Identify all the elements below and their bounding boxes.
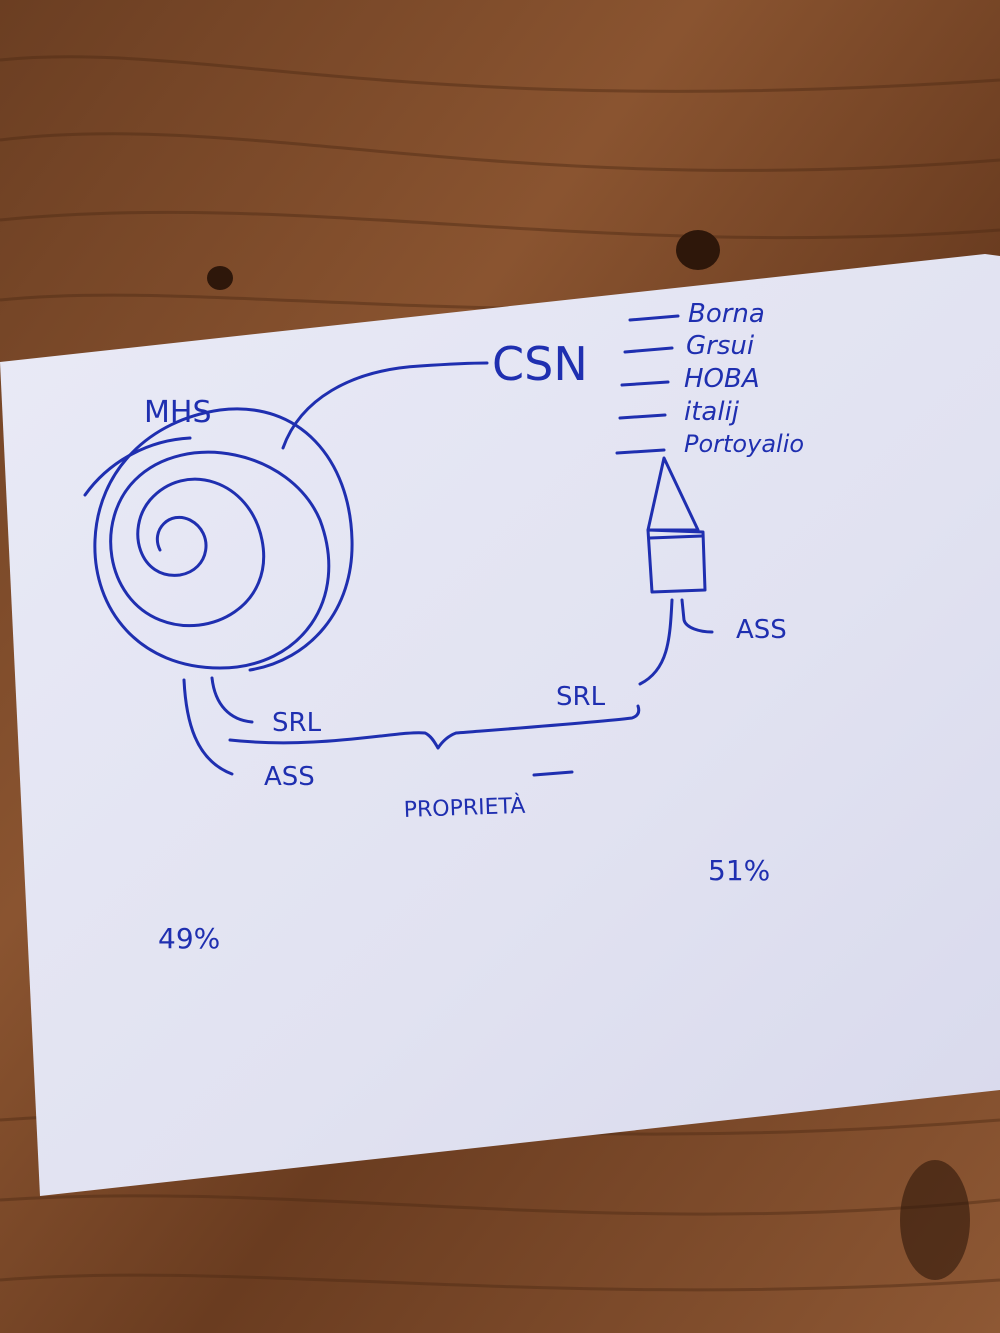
csn-list-item: Borna — [688, 299, 765, 329]
paper-sheet — [0, 254, 1000, 1196]
diagram-drawing — [83, 314, 714, 777]
label-srl-left: SRL — [272, 708, 322, 738]
label-ass-right: ASS — [736, 615, 787, 645]
csn-list-item: Portoyalio — [684, 430, 804, 458]
label-pct-left: 49% — [158, 922, 220, 955]
dash-1 — [628, 314, 680, 322]
tower-line — [648, 534, 704, 540]
csn-list-item: HOBA — [684, 364, 760, 394]
connector-spiral-ass — [182, 678, 234, 776]
bracket-ass-right — [680, 598, 714, 634]
tower-body — [646, 528, 707, 594]
label-proprieta: PROPRIETÀ — [403, 793, 525, 823]
brace-proprieta — [228, 704, 641, 750]
label-srl-right: SRL — [556, 682, 606, 712]
connector-tower-srl — [638, 598, 674, 686]
dash-5 — [615, 448, 666, 455]
connector-spiral-srl — [210, 676, 254, 724]
wood-knots — [207, 230, 970, 1280]
label-pct-right: 51% — [708, 854, 770, 887]
spiral-tail — [83, 436, 192, 497]
label-csn: CSN — [492, 337, 588, 391]
dash-4 — [618, 413, 667, 420]
spiral-shape — [93, 407, 354, 672]
csn-list-item: italij — [684, 397, 740, 427]
dash-3 — [620, 380, 670, 387]
wood-grain — [0, 55, 1000, 1292]
dash-2 — [623, 346, 674, 354]
label-mhs: MHS — [144, 395, 212, 430]
connector-mhs-csn — [281, 361, 489, 450]
csn-list-item: Grsui — [686, 331, 755, 361]
label-ass-left: ASS — [264, 762, 315, 792]
accent-line — [532, 770, 574, 777]
